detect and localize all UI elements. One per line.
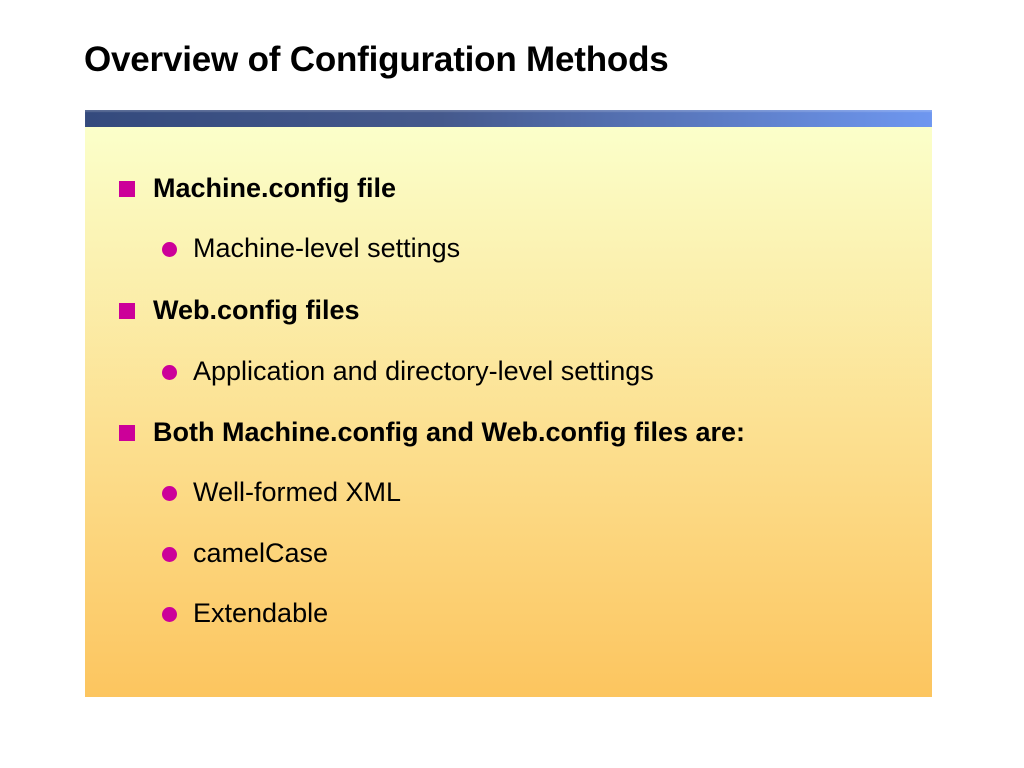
circle-bullet-icon [162, 241, 177, 257]
bullet-text: Machine.config file [153, 172, 397, 203]
bullet-text: Machine-level settings [193, 232, 461, 263]
circle-bullet-icon [162, 485, 177, 501]
circle-bullet-icon [162, 546, 177, 562]
bullet-text: Both Machine.config and Web.config files… [153, 416, 746, 447]
square-bullet-icon [119, 425, 135, 441]
bullet-item-machine-level-settings: Machine-level settings [85, 228, 932, 268]
title-accent-bar [85, 110, 932, 127]
bullet-text: Extendable [193, 597, 329, 628]
bullet-text: Application and directory-level settings [193, 355, 654, 386]
bullet-item-web-config: Web.config files [85, 290, 932, 330]
square-bullet-icon [119, 181, 135, 197]
circle-bullet-icon [162, 606, 177, 622]
square-bullet-icon [119, 303, 135, 319]
bullet-item-application-directory-settings: Application and directory-level settings [85, 351, 932, 391]
bullet-item-machine-config: Machine.config file [85, 168, 932, 208]
bullet-item-extendable: Extendable [85, 593, 932, 633]
bullet-text: Well-formed XML [193, 476, 402, 507]
circle-bullet-icon [162, 364, 177, 380]
bullet-item-well-formed-xml: Well-formed XML [85, 472, 932, 512]
bullet-text: Web.config files [153, 294, 360, 325]
bullet-item-both-files-are: Both Machine.config and Web.config files… [85, 412, 932, 452]
slide-title: Overview of Configuration Methods [84, 40, 669, 79]
bullet-item-camelcase: camelCase [85, 533, 932, 573]
content-panel: Machine.config file Machine-level settin… [85, 127, 932, 697]
bullet-text: camelCase [193, 537, 329, 568]
